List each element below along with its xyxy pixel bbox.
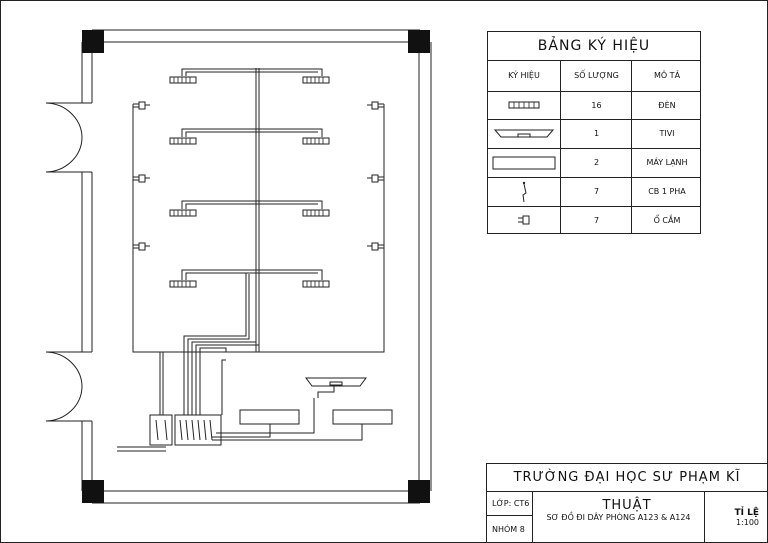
socket-icon <box>518 215 530 225</box>
light-fixtures <box>169 76 330 288</box>
air-conditioner-icon <box>492 156 556 169</box>
room-walls <box>81 29 432 504</box>
light-fixture <box>302 76 330 84</box>
drawing-title: SƠ ĐỒ ĐI DÂY PHÒNG A123 & A124 <box>533 491 705 543</box>
scale-label: TỈ LỆ <box>734 507 759 518</box>
light-fixture-icon <box>508 101 540 109</box>
light-fixture <box>169 137 197 145</box>
light-fixture <box>169 280 197 288</box>
socket-icon <box>133 242 150 251</box>
air-conditioner <box>239 409 300 425</box>
legend-quantity: 16 <box>560 91 632 119</box>
scale-box: TỈ LỆ 1:100 <box>705 491 767 543</box>
legend-description: ĐÈN <box>631 91 702 119</box>
wiring-lines <box>117 68 385 452</box>
light-fixture <box>302 137 330 145</box>
legend-header-description: MÔ TẢ <box>631 60 702 91</box>
class-label: LỚP: CT6 <box>487 491 533 516</box>
group-label: NHÓM 8 <box>487 516 533 543</box>
legend-description: Ổ CẮM <box>631 206 702 234</box>
socket-icon <box>133 101 150 110</box>
socket-icon <box>133 174 150 183</box>
legend-quantity: 2 <box>560 148 632 177</box>
light-fixture <box>169 76 197 84</box>
breaker-panel-right <box>174 414 222 446</box>
light-fixture <box>302 209 330 217</box>
legend-row: 2 MÁY LẠNH <box>488 148 700 177</box>
scale-value: 1:100 <box>735 517 759 527</box>
legend-table: BẢNG KÝ HIỆU KÝ HIỆU SỐ LƯỢNG MÔ TẢ 16 Đ… <box>487 31 701 234</box>
tv <box>305 377 367 387</box>
legend-row: 7 Ổ CẮM <box>488 206 700 234</box>
legend-description: TIVI <box>631 119 702 148</box>
socket-icon <box>367 242 384 251</box>
legend-header-row: KÝ HIỆU SỐ LƯỢNG MÔ TẢ <box>488 60 700 91</box>
light-fixture <box>169 209 197 217</box>
breaker-icon <box>522 181 527 202</box>
title-block: TRƯỜNG ĐẠI HỌC SƯ PHẠM KĨ THUẬT LỚP: CT6… <box>486 463 768 543</box>
socket-outlets <box>133 101 384 251</box>
legend-header-symbol: KÝ HIỆU <box>508 71 540 80</box>
socket-icon <box>367 174 384 183</box>
legend-title: BẢNG KÝ HIỆU <box>488 32 700 61</box>
legend-row: 16 ĐÈN <box>488 91 700 119</box>
corner-columns <box>82 30 430 503</box>
door-top <box>45 102 83 173</box>
legend-quantity: 7 <box>560 177 632 206</box>
door-bottom <box>45 351 83 422</box>
legend-description: CB 1 PHA <box>631 177 702 206</box>
legend-row: 1 TIVI <box>488 119 700 148</box>
light-fixture <box>302 280 330 288</box>
legend-quantity: 1 <box>560 119 632 148</box>
legend-row: 7 CB 1 PHA <box>488 177 700 206</box>
socket-icon <box>367 101 384 110</box>
legend-description: MÁY LẠNH <box>631 148 702 177</box>
legend-quantity: 7 <box>560 206 632 234</box>
tv-icon <box>494 129 554 137</box>
air-conditioner <box>332 409 393 425</box>
legend-header-quantity: SỐ LƯỢNG <box>560 60 632 91</box>
school-name: TRƯỜNG ĐẠI HỌC SƯ PHẠM KĨ THUẬT <box>487 464 767 513</box>
breaker-panel-left <box>149 414 173 446</box>
